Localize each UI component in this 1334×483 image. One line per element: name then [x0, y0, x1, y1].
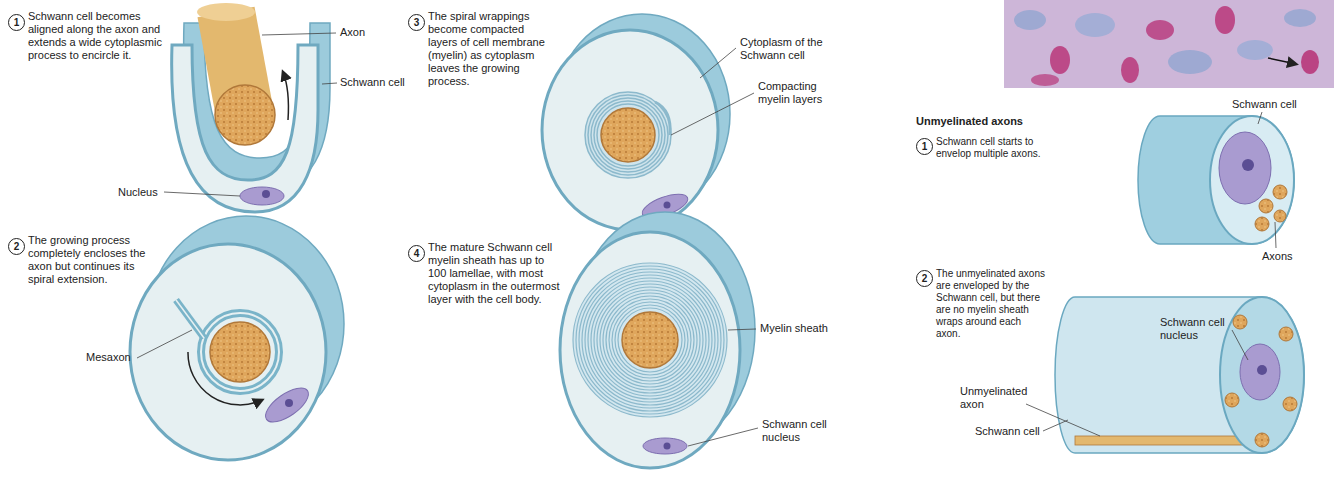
panel-three — [542, 14, 754, 230]
section-heading: Unmyelinated axons — [916, 115, 1023, 128]
callout-number: 3 — [408, 14, 425, 31]
part-label: Axon — [340, 26, 365, 39]
part-label: Schwann cell — [975, 425, 1040, 438]
part-label: Mesaxon — [86, 351, 131, 364]
part-label: Axons — [1262, 250, 1293, 263]
callout-number: 2 — [8, 238, 25, 255]
part-label: Schwann cell nucleus — [1160, 316, 1240, 342]
step-text: The spiral wrappings become compacted la… — [428, 10, 548, 88]
panel-two — [130, 216, 344, 460]
callout-number: 1 — [8, 14, 25, 31]
part-label: Cytoplasm of the Schwann cell — [740, 36, 840, 62]
panel-one — [164, 3, 337, 212]
callout-number: 2 — [916, 270, 933, 287]
unmyelinated-one — [1138, 112, 1294, 248]
part-label: Schwann cell — [1232, 98, 1297, 111]
step-text: The mature Schwann cell myelin sheath ha… — [428, 241, 560, 306]
callout-number: 4 — [408, 245, 425, 262]
panel-four — [560, 212, 758, 468]
part-label: Myelin sheath — [760, 322, 828, 335]
part-label: Unmyelinated axon — [960, 385, 1040, 411]
part-label: Schwann cell nucleus — [762, 418, 847, 444]
step-text: Schwann cell becomes aligned along the a… — [28, 10, 163, 62]
callout-number: 1 — [916, 138, 933, 155]
step-text: Schwann cell starts to envelop multiple … — [936, 136, 1048, 160]
part-label: Nucleus — [118, 186, 158, 199]
part-label: Compacting myelin layers — [758, 80, 848, 106]
step-text: The unmyelinated axons are enveloped by … — [936, 268, 1048, 340]
unmyelinated-two — [1026, 297, 1304, 453]
part-label: Schwann cell — [340, 76, 405, 89]
micrograph — [1004, 0, 1334, 88]
step-text: The growing process completely encloses … — [28, 234, 153, 286]
